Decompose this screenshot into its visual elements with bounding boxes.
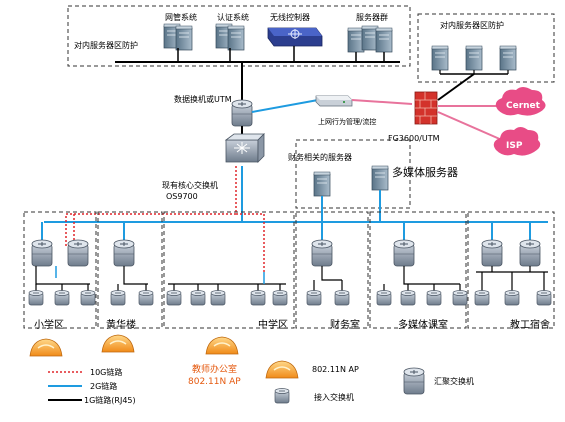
isp-cloud-icon <box>493 127 541 156</box>
zone-label-middle: 中学区 <box>258 318 288 331</box>
firewall-label: FG3600/UTM <box>388 134 440 143</box>
zone-label-finance: 财务室 <box>330 318 360 331</box>
zone-label-multimedia: 多媒体课室 <box>398 318 448 331</box>
legend: 10G链路 2G链路 1G链路(RJ45) 802.11N AP 接入交换机 汇… <box>48 360 474 405</box>
teacher-office-ap-label: 802.11N AP <box>188 377 241 387</box>
agg-switch-icon <box>311 239 333 267</box>
legend-access-switch-label: 接入交换机 <box>314 392 354 402</box>
isp-label: ISP <box>506 141 523 151</box>
top-zone-label: 对内服务器区防护 <box>74 40 138 50</box>
multimedia-server-icon <box>371 165 389 191</box>
core-switch-icon <box>224 133 265 163</box>
legend-10g-label: 10G链路 <box>90 367 122 377</box>
zone-labels: 小学区 黄华楼 中学区 财务室 多媒体课室 教工宿舍 <box>34 318 550 331</box>
access-switch-icon <box>110 290 126 306</box>
agg-switch-icon <box>393 239 415 267</box>
label-auth: 认证系统 <box>217 12 249 22</box>
right-server-icon-3 <box>499 45 517 71</box>
behavior-mgmt-icon <box>315 95 353 107</box>
zone-label-staff-dorm: 教工宿舍 <box>510 318 550 331</box>
ap-huanghua-icon <box>101 334 135 353</box>
legend-ap-label: 802.11N AP <box>312 365 359 374</box>
finance-servers-label: 财务相关的服务器 <box>288 152 352 162</box>
access-switch-icon <box>210 290 226 306</box>
access-switch-icon <box>80 290 96 306</box>
utm-switch-icon <box>231 99 253 127</box>
agg-switch-icon <box>31 239 53 267</box>
finance-server-icon <box>313 171 331 197</box>
zone-label-huanghua: 黄华楼 <box>106 318 136 331</box>
wireless-controller-icon <box>267 27 323 47</box>
access-2g-links <box>55 266 265 284</box>
legend-aggregation-switch-icon <box>403 367 425 395</box>
access-switch-icon <box>400 290 416 306</box>
cernet-cloud-icon <box>495 87 546 116</box>
legend-2g-label: 2G链路 <box>90 381 117 391</box>
core-section: 数据换机或UTM 现有核心交换机 OS9700 上网行为管理/流控 FG3600… <box>162 62 546 201</box>
access-switch-icon <box>28 290 44 306</box>
access-switches <box>28 290 552 306</box>
label-netmgmt: 网管系统 <box>165 12 197 22</box>
zone-boxes <box>23 211 555 329</box>
legend-ap-icon <box>265 360 299 379</box>
access-switch-icon <box>452 290 468 306</box>
auth-server-icon <box>215 23 245 51</box>
legend-aggregation-switch-label: 汇聚交换机 <box>434 376 474 386</box>
behavior-label: 上网行为管理/流控 <box>318 117 376 126</box>
server-cluster-icon <box>347 25 393 53</box>
access-switch-icon <box>138 290 154 306</box>
legend-access-switch-icon <box>274 388 290 404</box>
core-label-1: 现有核心交换机 <box>162 180 218 190</box>
right-server-zone: 对内服务器区防护 <box>417 13 555 83</box>
access-switch-icon <box>250 290 266 306</box>
aggregation-switches <box>31 239 541 267</box>
right-server-icon-1 <box>431 45 449 71</box>
ap-primary-icon <box>29 338 63 357</box>
firewall-icon <box>414 91 438 125</box>
label-server-cluster: 服务器群 <box>356 12 388 22</box>
legend-1g-label: 1G链路(RJ45) <box>84 395 136 405</box>
access-links <box>35 266 548 292</box>
top-server-zone: 对内服务器区防护 网管系统 认证系统 无线控制器 服务器群 <box>67 5 411 67</box>
agg-switch-icon <box>481 239 503 267</box>
core-label-2: OS9700 <box>166 192 198 201</box>
zone-label-primary: 小学区 <box>34 318 64 331</box>
access-switch-icon <box>334 290 350 306</box>
access-switch-icon <box>272 290 288 306</box>
access-switch-icon <box>504 290 520 306</box>
label-wireless-controller: 无线控制器 <box>270 12 310 22</box>
agg-switch-icon <box>67 239 89 267</box>
multimedia-servers-label: 多媒体服务器 <box>392 165 458 179</box>
dedicated-server-zone: 财务相关的服务器 多媒体服务器 <box>288 139 458 222</box>
access-switch-icon <box>306 290 322 306</box>
agg-switch-icon <box>519 239 541 267</box>
access-switch-icon <box>166 290 182 306</box>
teacher-office-label: 教师办公室 <box>192 363 237 375</box>
ap-teacher-office-icon <box>205 336 239 355</box>
access-switch-icon <box>376 290 392 306</box>
utm-label: 数据换机或UTM <box>174 94 232 104</box>
agg-switch-icon <box>113 239 135 267</box>
access-switch-icon <box>426 290 442 306</box>
right-server-icon-2 <box>465 45 483 71</box>
netmgmt-server-icon <box>163 23 193 51</box>
access-switch-icon <box>190 290 206 306</box>
access-switch-icon <box>54 290 70 306</box>
right-zone-label: 对内服务器区防护 <box>440 20 504 30</box>
access-switch-icon <box>536 290 552 306</box>
access-switch-icon <box>474 290 490 306</box>
cernet-label: Cernet <box>506 101 541 111</box>
